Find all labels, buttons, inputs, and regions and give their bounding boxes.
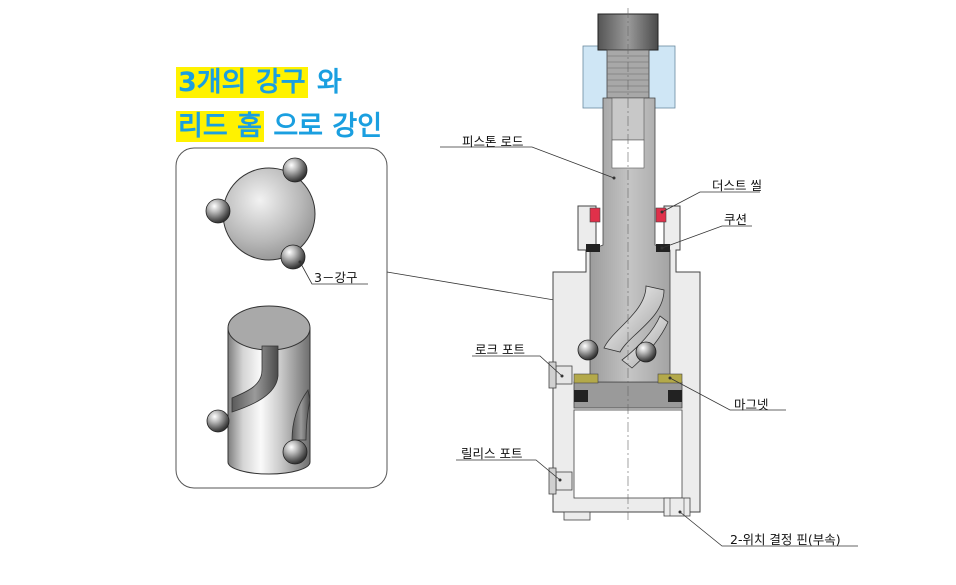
cushion-left [586,244,600,252]
position-pin [663,497,691,517]
piston-seal-right [668,390,682,402]
headline-rest-1: 와 [316,67,342,98]
headline-line-2: 리드 홈 으로 강인 [176,110,382,144]
ball-top [282,157,308,183]
headline-highlight-2: 리드 홈 [176,111,264,142]
headline-line-1: 3개의 강구 와 [176,66,342,100]
label-cushion: 쿠션 [724,212,748,227]
leader-dust-seal [661,191,760,213]
leader-lock-port [472,355,563,377]
helical-groove-right [291,389,311,441]
label-magnet: 마그넷 [734,397,769,412]
headline-rest-2: 으로 강인 [273,111,383,142]
label-lock-port: 로크 포트 [475,342,525,357]
grooved-cylinder [227,327,311,475]
section-ball-left [577,339,599,361]
leader-balls [299,261,368,285]
piston-seal-left [574,390,588,402]
magnet-left [573,373,599,384]
ball-cylinder-left [206,409,230,433]
label-release-port: 릴리스 포트 [461,446,523,461]
cylinder-top-face [227,305,311,351]
top-view-disc [222,167,316,261]
leader-release-port [456,459,561,481]
rod-helical-groove [603,285,665,353]
dust-seal-right [655,207,667,223]
leader-magnet [669,377,786,411]
headline-highlight-1: 3개의 강구 [176,67,308,98]
label-position-pin: 2-위치 결정 핀(부속) [730,532,841,547]
dust-seal-left [589,207,601,223]
ball-left [205,198,231,224]
leader-position-pin [679,511,858,547]
label-dust-seal: 더스트 씰 [712,178,762,193]
leader-cushion [661,225,752,249]
section-ball-right [635,341,657,363]
label-3-balls: 3－강구 [314,270,358,285]
ball-cylinder-right [282,439,308,465]
label-piston-rod: 피스톤 로드 [462,134,524,149]
helical-groove-left [231,345,279,413]
base-foot-left [563,511,591,521]
release-port-fitting [555,471,573,491]
leader-piston-rod [440,146,615,179]
lock-port-fitting [555,365,573,385]
